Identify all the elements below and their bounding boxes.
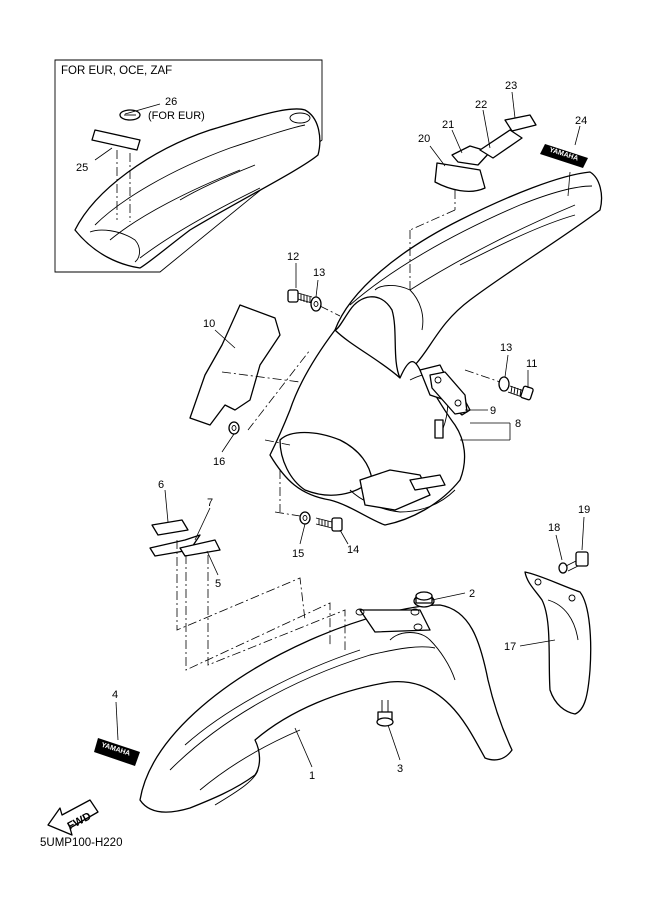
callout-3: 3 xyxy=(397,763,403,775)
washer-13b xyxy=(498,376,510,392)
front-fender xyxy=(139,604,513,813)
nut-2 xyxy=(413,591,435,608)
bolt-3 xyxy=(376,700,394,727)
inset-title: FOR EUR, OCE, ZAF xyxy=(61,65,172,77)
callout-12: 12 xyxy=(287,251,299,263)
callout-21: 21 xyxy=(442,119,454,131)
callout-11: 11 xyxy=(526,358,537,370)
callout-10: 10 xyxy=(203,318,215,330)
side-cover-10 xyxy=(189,304,281,426)
callout-22: 22 xyxy=(475,99,487,111)
decal-7 xyxy=(149,534,201,557)
washer-18 xyxy=(558,562,568,574)
diagram-code: 5UMP100-H220 xyxy=(40,837,122,849)
callout-25: 25 xyxy=(76,162,88,174)
front-fender-assembly: YAMAHA xyxy=(94,519,513,813)
callout-13b: 13 xyxy=(500,342,512,354)
callout-26-note: (FOR EUR) xyxy=(148,110,205,122)
callout-16: 16 xyxy=(213,456,225,468)
decal-5 xyxy=(179,539,221,557)
callout-20: 20 xyxy=(418,133,430,145)
bolt-14 xyxy=(315,517,343,532)
callout-5: 5 xyxy=(215,578,221,590)
decal-23 xyxy=(504,114,537,132)
callout-8: 8 xyxy=(515,418,521,430)
callout-9: 9 xyxy=(490,405,496,417)
callout-4: 4 xyxy=(112,689,118,701)
decal-22 xyxy=(479,129,523,159)
callout-15: 15 xyxy=(292,548,304,560)
decal-25 xyxy=(91,129,141,151)
bolt-11 xyxy=(507,385,534,401)
callout-23: 23 xyxy=(505,80,517,92)
rear-fender xyxy=(334,171,603,379)
washer-13a xyxy=(310,296,322,312)
fork-guard-assembly xyxy=(524,551,592,715)
yamaha-decal-4: YAMAHA xyxy=(94,738,140,766)
callout-18: 18 xyxy=(548,522,560,534)
callout-14: 14 xyxy=(347,544,359,556)
bolt-19 xyxy=(565,551,589,572)
inset-panel: FOR EUR, OCE, ZAF xyxy=(54,59,323,273)
callout-2: 2 xyxy=(469,588,475,600)
leader-lines xyxy=(94,91,585,768)
callout-13a: 13 xyxy=(313,267,325,279)
decal-20 xyxy=(434,162,486,192)
washer-16 xyxy=(228,421,240,435)
callout-7: 7 xyxy=(207,497,213,509)
fwd-arrow: FWD xyxy=(47,799,99,836)
callout-24: 24 xyxy=(575,115,587,127)
washer-15 xyxy=(299,511,311,525)
callout-1: 1 xyxy=(309,770,315,782)
yamaha-decal-24: YAMAHA xyxy=(540,144,588,168)
rear-fender-assembly: YAMAHA xyxy=(189,114,603,532)
callout-17: 17 xyxy=(504,641,516,653)
decal-6 xyxy=(151,519,189,536)
callout-6: 6 xyxy=(158,479,164,491)
callout-19: 19 xyxy=(578,504,590,516)
fork-guard-17 xyxy=(524,571,592,715)
bolt-12 xyxy=(287,289,313,304)
callout-labels: 26 (FOR EUR) 25 23 22 21 20 24 12 13 10 … xyxy=(76,80,590,782)
callout-26: 26 xyxy=(165,96,177,108)
